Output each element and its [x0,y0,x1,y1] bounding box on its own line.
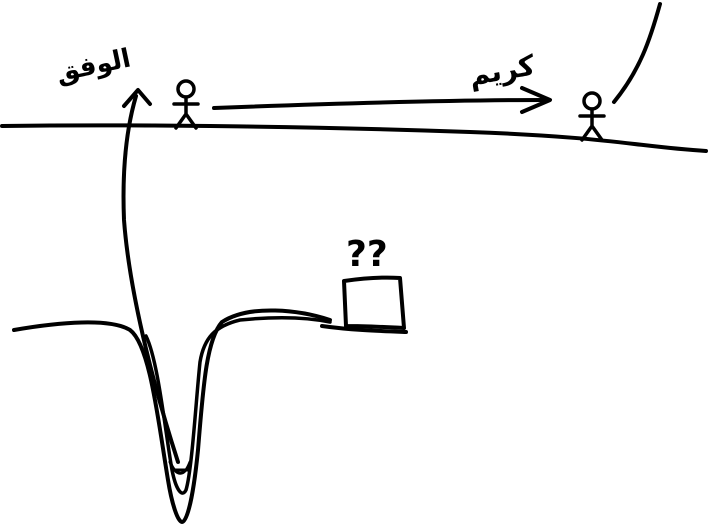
right-person-label: كريم [466,48,538,92]
rise-arrow-shaft [121,94,180,464]
underground-profile-inner [144,316,332,495]
right-person-figure [578,91,606,142]
travel-arrow-head [520,86,552,114]
box-question-marks: ?? [346,234,388,275]
underground-profile-outer [12,308,332,524]
left-person-figure [172,79,200,130]
left-person-label: الوفق [53,44,133,89]
ledge-line [320,324,408,334]
incoming-curve [612,2,662,104]
rise-arrow-head [122,88,152,108]
trough-bottom-scribble [168,460,192,475]
travel-arrow-shaft [212,98,547,110]
mystery-box [342,275,406,330]
